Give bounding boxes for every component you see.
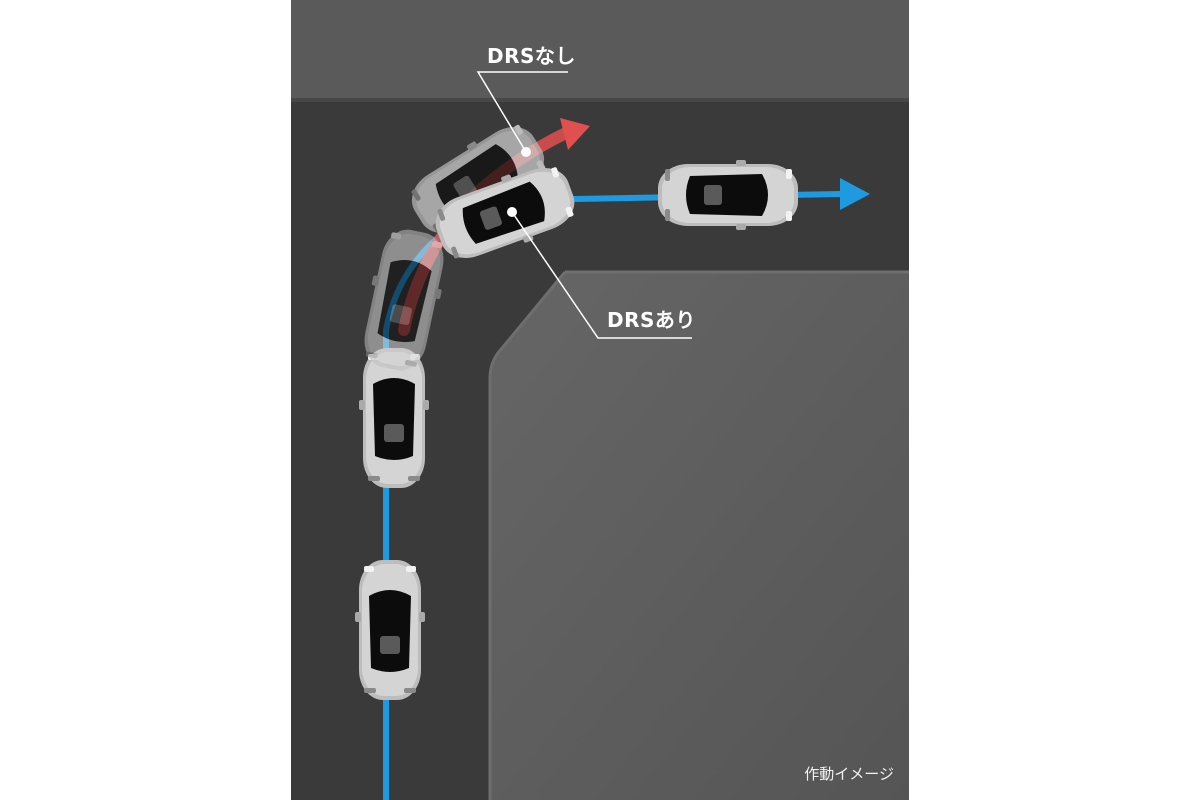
arrow-head-with-drs [840, 178, 870, 210]
car-start [355, 560, 425, 700]
label-without-drs: DRSなし [487, 44, 576, 68]
label-with-drs: DRSあり [607, 308, 696, 332]
top-sidewalk [291, 0, 909, 102]
leader-line-with-drs [511, 211, 692, 339]
arrow-head-without-drs [560, 118, 590, 150]
car-exit [658, 160, 798, 230]
leader-line-without-drs [476, 71, 568, 153]
corner-island [490, 272, 909, 800]
caption-operation-image: 作動イメージ [804, 765, 894, 783]
